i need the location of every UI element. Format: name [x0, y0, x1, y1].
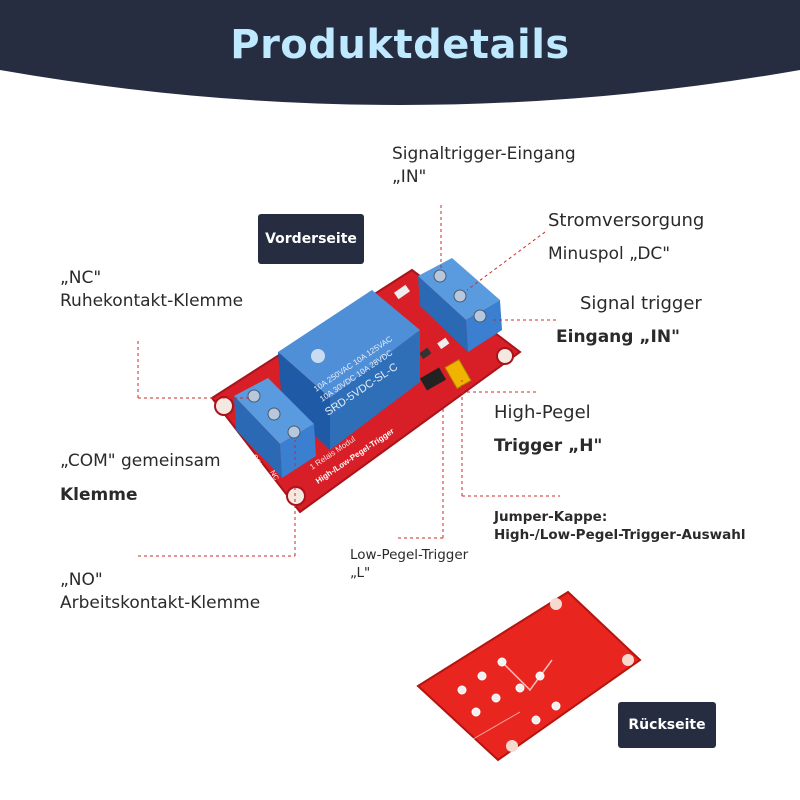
label-no: „NO" Arbeitskontakt-Klemme	[60, 569, 260, 615]
label-jumper-line2: High-/Low-Pegel-Trigger-Auswahl	[494, 527, 746, 544]
label-low-line1: Low-Pegel-Trigger	[350, 547, 469, 563]
label-signal-trigger-input: Eingang „IN"	[556, 327, 680, 347]
label-jumper: Jumper-Kappe: High-/Low-Pegel-Trigger-Au…	[494, 508, 745, 544]
label-low-line2: „L"	[350, 565, 371, 582]
label-power-line1: Stromversorgung	[548, 210, 705, 231]
label-com: „COM" gemeinsam	[60, 451, 221, 471]
output-terminal-block	[234, 378, 316, 478]
label-signal-input-line2: „IN"	[392, 166, 427, 187]
label-power-minus: Minuspol „DC"	[548, 244, 671, 264]
label-signal-trigger: Signal trigger	[580, 293, 702, 314]
label-nc-line2: Ruhekontakt-Klemme	[60, 290, 244, 311]
header-banner: Produktdetails	[0, 0, 800, 110]
label-no-line2: Arbeitskontakt-Klemme	[60, 592, 261, 613]
jumper-cap	[419, 358, 472, 391]
label-nc: „NC" Ruhekontakt-Klemme	[60, 267, 243, 313]
label-signal-input: Signaltrigger-Eingang „IN"	[392, 143, 576, 189]
label-com-terminal: Klemme	[60, 485, 138, 505]
back-side-badge: Rückseite	[618, 702, 716, 748]
label-nc-line1: „NC"	[60, 268, 102, 288]
input-terminal-block	[418, 258, 502, 352]
label-low-level: Low-Pegel-Trigger „L"	[350, 546, 468, 582]
page-title: Produktdetails	[230, 22, 570, 68]
label-no-line1: „NO"	[60, 570, 103, 590]
label-jumper-line1: Jumper-Kappe:	[494, 509, 608, 525]
pin-label-nc: NC	[268, 470, 279, 482]
front-side-badge: Vorderseite	[258, 214, 364, 264]
header-background	[0, 0, 800, 105]
label-signal-input-line1: Signaltrigger-Eingang	[392, 144, 576, 164]
leader-lines	[137, 205, 560, 557]
label-power-supply: Stromversorgung	[548, 209, 704, 233]
pin-label-no: NO	[234, 438, 246, 451]
label-high-trigger: Trigger „H"	[494, 436, 603, 456]
relay-block	[278, 290, 420, 450]
label-high-level: High-Pegel	[494, 402, 591, 423]
back-pcb	[416, 590, 642, 762]
